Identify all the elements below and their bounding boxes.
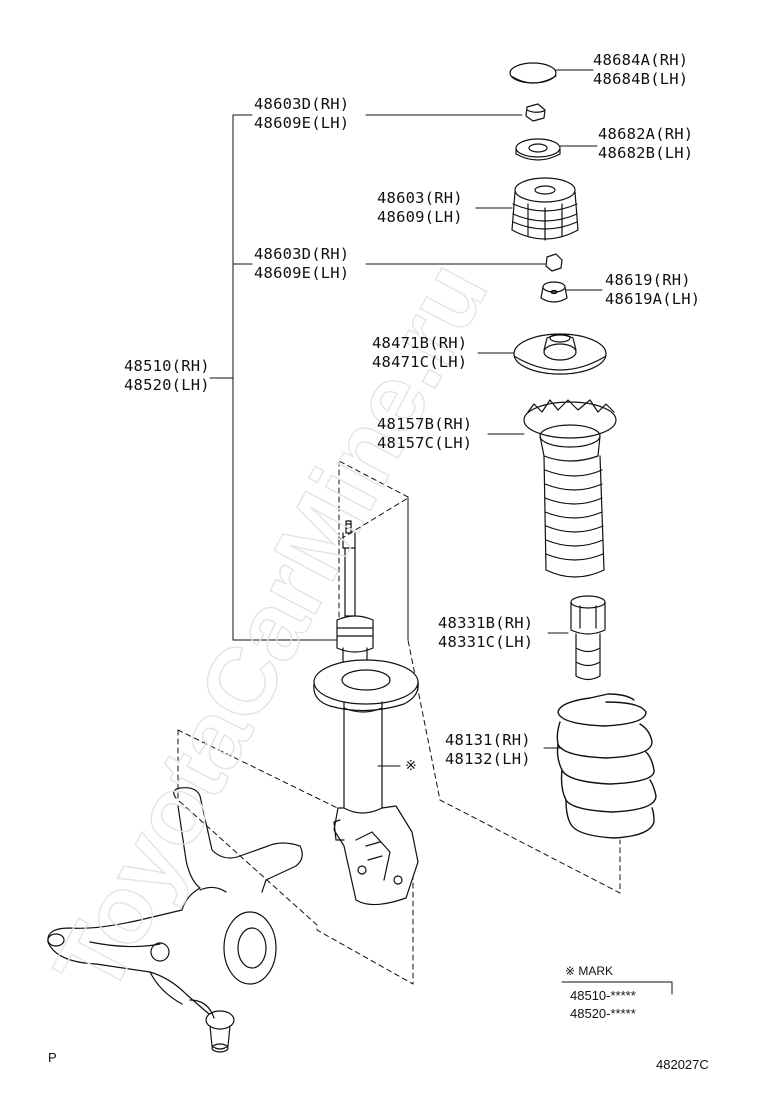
- label-48682: 48682A(RH)48682B(LH): [598, 125, 694, 162]
- mark-box: [561, 981, 673, 995]
- label-48331: 48331B(RH)48331C(LH): [438, 614, 534, 651]
- dashed-outlines: [177, 460, 621, 985]
- mark-box-row-2: 48520-*****: [570, 1006, 636, 1021]
- label-48619: 48619(RH)48619A(LH): [605, 271, 701, 308]
- label-48157: 48157B(RH)48157C(LH): [377, 415, 473, 452]
- dust-boot: [523, 399, 617, 578]
- strut-assembly: [313, 520, 419, 906]
- label-48603: 48603(RH)48609(LH): [377, 189, 463, 226]
- upper-spring-seat: [513, 333, 607, 375]
- label-48471: 48471B(RH)48471C(LH): [372, 334, 468, 371]
- coil-spring: [556, 693, 657, 839]
- label-48510: 48510(RH)48520(LH): [124, 357, 210, 394]
- mark-box-title: ※ MARK: [565, 964, 614, 978]
- label-48131: 48131(RH)48132(LH): [445, 731, 531, 768]
- bound-stopper-upper: [540, 281, 568, 303]
- label-48684: 48684A(RH)48684B(LH): [593, 51, 689, 88]
- steering-knuckle: [47, 787, 303, 1053]
- dust-cap: [509, 62, 557, 84]
- bearing-washer: [515, 138, 561, 161]
- label-48603d-upper: 48603D(RH)48609E(LH): [254, 95, 350, 132]
- label-48603d-lower: 48603D(RH)48609E(LH): [254, 245, 350, 282]
- mark-box-row-1: 48510-*****: [570, 988, 636, 1003]
- bump-stopper: [570, 595, 606, 681]
- leader-lines: [209, 69, 603, 767]
- figure-code: 482027C: [656, 1057, 709, 1072]
- nut-lower: [545, 253, 563, 272]
- corner-letter: P: [48, 1050, 57, 1065]
- nut-top: [525, 103, 546, 122]
- strut-mount: [511, 177, 579, 241]
- mark-symbol: ※: [405, 757, 417, 773]
